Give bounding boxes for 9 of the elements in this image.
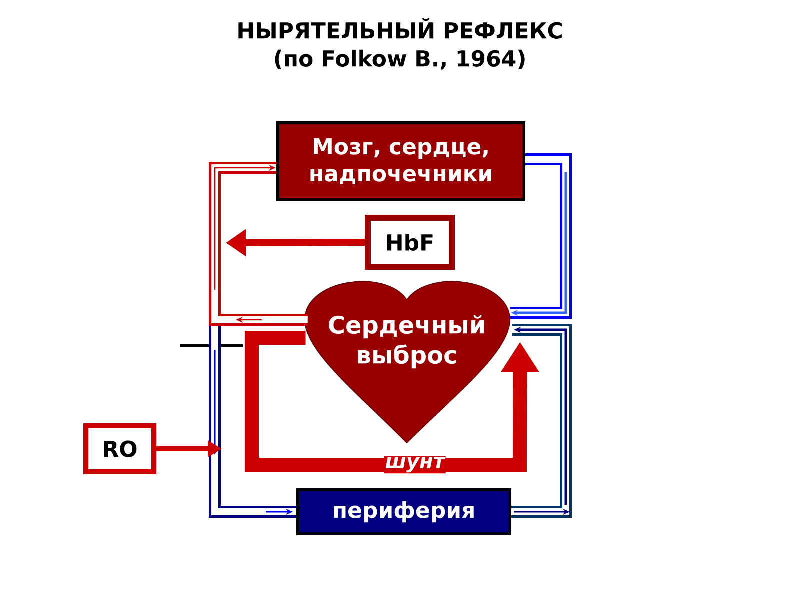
vessel-line (512, 324, 572, 518)
factor-box: RO (84, 424, 156, 474)
vessel-line (510, 154, 572, 319)
title: НЫРЯТЕЛЬНЫЙ РЕФЛЕКС (по Folkow B., 1964) (238, 18, 562, 70)
organ-box: Мозг, сердце, надпочечники (276, 122, 526, 202)
factor-box: HbF (365, 215, 455, 270)
edge-label: шунт (384, 456, 446, 474)
periphery-box: периферия (296, 488, 512, 536)
vessel-line (209, 162, 308, 326)
